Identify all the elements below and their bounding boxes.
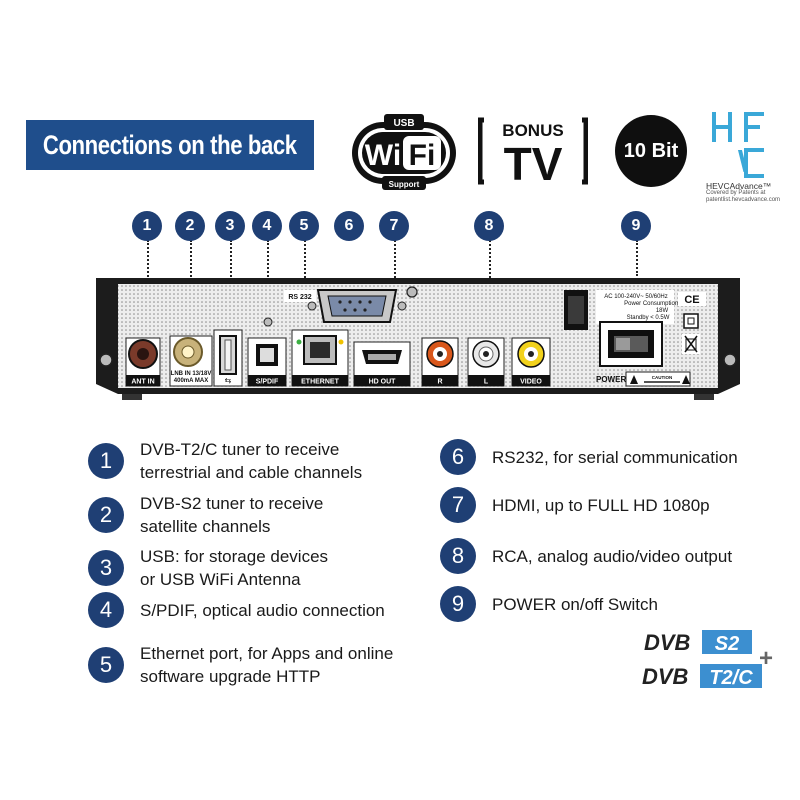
- marker-6: 6: [334, 211, 364, 241]
- label-rs232: RS 232: [288, 294, 311, 301]
- leader-line-9: [636, 240, 638, 276]
- legend-item-3: 3 USB: for storage devices or USB WiFi A…: [88, 545, 328, 591]
- dvb-plus: +: [759, 645, 773, 672]
- legend-text-6: RS232, for serial communication: [492, 447, 738, 467]
- tv-logo-top: BONUS: [502, 121, 563, 140]
- legend-item-1: 1 DVB-T2/C tuner to receive terrestrial …: [88, 438, 362, 484]
- power-info-4: Standby < 0.5W: [627, 315, 670, 321]
- hevc-notes: HEVCAdvance™ Covered by Patents at paten…: [706, 181, 796, 204]
- legend-item-8: 8 RCA, analog audio/video output: [440, 538, 732, 574]
- legend-line-5a: Ethernet port, for Apps and online: [140, 644, 394, 663]
- leader-line-4: [267, 240, 269, 300]
- legend-line-3a: USB: for storage devices: [140, 547, 329, 566]
- legend-item-9: 9 POWER on/off Switch: [440, 586, 658, 622]
- legend-item-5: 5 Ethernet port, for Apps and online sof…: [88, 642, 393, 688]
- legend-line-1b: terrestrial and cable channels: [140, 463, 363, 482]
- legend-number-7: 7: [440, 487, 476, 523]
- marker-9: 9: [621, 211, 651, 241]
- page-title: Connections on the back: [43, 129, 297, 160]
- marker-5: 5: [289, 211, 319, 241]
- legend-number-4: 4: [88, 592, 124, 628]
- legend-line-5b: software upgrade HTTP: [140, 667, 321, 686]
- legend-number-8: 8: [440, 538, 476, 574]
- marker-4: 4: [252, 211, 282, 241]
- marker-2: 2: [175, 211, 205, 241]
- svg-text:Wi: Wi: [365, 139, 401, 172]
- power-info-3: 18W: [656, 308, 669, 314]
- legend-line-3b: or USB WiFi Antenna: [140, 570, 301, 589]
- dvb-line1-b: S2: [715, 633, 739, 655]
- marker-3: 3: [215, 211, 245, 241]
- marker-1: 1: [132, 211, 162, 241]
- dvb-line2-a: DVB: [642, 664, 689, 689]
- label-power: POWER: [596, 375, 626, 384]
- tv-logo-main: TV: [504, 138, 563, 186]
- label-lnb-in-1: LNB IN 13/18V: [171, 371, 212, 377]
- legend-line-2a: DVB-S2 tuner to receive: [140, 494, 324, 513]
- ten-bit-label: 10 Bit: [623, 139, 679, 162]
- legend-text-7: HDMI, up to FULL HD 1080p: [492, 495, 710, 515]
- legend-text-2: DVB-S2 tuner to receive satellite channe…: [140, 492, 323, 538]
- label-hd-out: HD OUT: [369, 379, 397, 386]
- legend-item-7: 7 HDMI, up to FULL HD 1080p: [440, 487, 710, 523]
- bonus-tv-logo: BONUS TV: [478, 117, 588, 186]
- label-video: VIDEO: [520, 379, 542, 386]
- legend-item-6: 6 RS232, for serial communication: [440, 439, 738, 475]
- hevc-brand: HEVCAdvance™: [706, 181, 772, 191]
- legend-text-1: DVB-T2/C tuner to receive terrestrial an…: [140, 438, 362, 484]
- label-ant-in: ANT IN: [131, 379, 154, 386]
- label-lnb-in-2: 400mA MAX: [174, 378, 208, 384]
- receiver-back-panel: ANT IN LNB IN 13/18V 400mA MAX ⇆ S/PDIF …: [96, 278, 740, 400]
- legend-line-1a: DVB-T2/C tuner to receive: [140, 440, 340, 459]
- power-info-1: AC 100-240V~ 50/60Hz: [604, 294, 668, 300]
- wifi-logo-bottom: Support: [389, 180, 420, 189]
- legend-line-2b: satellite channels: [140, 517, 271, 536]
- svg-text:CE: CE: [684, 294, 699, 306]
- title-banner: Connections on the back: [26, 120, 314, 170]
- wifi-logo-top: USB: [393, 118, 414, 129]
- legend-number-2: 2: [88, 497, 124, 533]
- label-r: R: [437, 379, 442, 386]
- usb-wifi-logo: USB Wi Fi Support: [352, 114, 456, 190]
- legend-number-3: 3: [88, 550, 124, 586]
- legend-text-9: POWER on/off Switch: [492, 594, 658, 614]
- dvb-s2-t2c-logo: DVB S2 DVB T2/C +: [642, 630, 773, 689]
- dvb-line1-a: DVB: [644, 630, 691, 655]
- legend-text-4: S/PDIF, optical audio connection: [140, 600, 385, 620]
- power-info-2: Power Consumption:: [624, 301, 680, 307]
- hevc-note-2: patentlist.hevcadvance.com: [706, 197, 781, 203]
- label-l: L: [484, 379, 489, 386]
- svg-text:Fi: Fi: [409, 139, 436, 172]
- leader-line-3: [230, 240, 232, 304]
- legend-number-6: 6: [440, 439, 476, 475]
- legend-item-4: 4 S/PDIF, optical audio connection: [88, 592, 385, 628]
- ten-bit-logo: 10 Bit: [615, 115, 687, 187]
- legend-number-5: 5: [88, 647, 124, 683]
- leader-line-2: [190, 240, 192, 304]
- legend-text-3: USB: for storage devices or USB WiFi Ant…: [140, 545, 328, 591]
- legend-text-5: Ethernet port, for Apps and online softw…: [140, 642, 393, 688]
- label-ethernet: ETHERNET: [301, 379, 339, 386]
- legend-number-1: 1: [88, 443, 124, 479]
- legend-item-2: 2 DVB-S2 tuner to receive satellite chan…: [88, 492, 323, 538]
- marker-7: 7: [379, 211, 409, 241]
- hevc-advance-logo: [706, 112, 764, 178]
- leader-line-1: [147, 240, 149, 304]
- label-spdif: S/PDIF: [256, 379, 279, 386]
- hevc-note-1: Covered by Patents at: [706, 190, 766, 196]
- legend-number-9: 9: [440, 586, 476, 622]
- legend-text-8: RCA, analog audio/video output: [492, 546, 733, 566]
- dvb-line2-b: T2/C: [709, 667, 753, 689]
- label-caution: CAUTION: [652, 375, 673, 380]
- svg-text:⇆: ⇆: [225, 376, 232, 385]
- marker-8: 8: [474, 211, 504, 241]
